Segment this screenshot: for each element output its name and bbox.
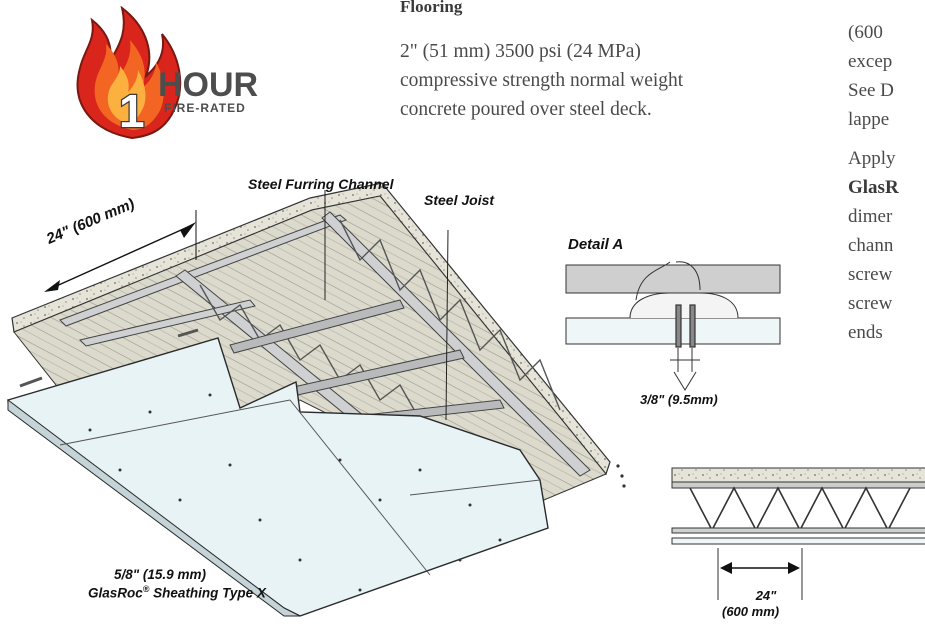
furring-channel-label: Steel Furring Channel: [248, 176, 394, 192]
right-line: Apply: [848, 148, 896, 169]
registered-mark: ®: [142, 584, 150, 594]
sheathing-brand: GlasRoc: [88, 585, 143, 601]
badge-number: 1: [119, 85, 145, 137]
sheathing-dimension: 5/8" (15.9 mm): [114, 567, 206, 582]
steel-joist-label: Steel Joist: [424, 192, 495, 208]
section-view-diagram: [671, 467, 925, 600]
fire-rating-badge: 1 HOUR FIRE-RATED: [62, 5, 312, 146]
flooring-heading: Flooring: [400, 0, 463, 16]
board-joint: [289, 399, 431, 576]
board-joint: [59, 399, 291, 446]
right-line-bold: GlasR: [848, 177, 899, 198]
continuation-dots: [616, 464, 626, 488]
right-line: lappe: [848, 109, 890, 130]
right-line: screw: [848, 293, 893, 314]
sheathing-product-name: GlasRoc® Sheathing Type X: [88, 584, 266, 601]
detail-a-title: Detail A: [568, 236, 624, 253]
flame-icon: 1 HOUR FIRE-RATED: [76, 5, 258, 140]
right-column-text: (600 excep See D lappe Apply GlasR dimer…: [848, 18, 925, 347]
board-joint: [409, 479, 541, 496]
pipe-stubs: [19, 328, 199, 388]
right-line: ends: [848, 322, 883, 343]
right-line: GlasR: [848, 173, 925, 202]
right-line: (600: [848, 22, 883, 43]
badge-subtitle: FIRE-RATED: [164, 101, 246, 115]
right-line: excep: [848, 51, 893, 72]
right-line: chann: [848, 235, 894, 256]
right-line: dimer: [848, 206, 893, 227]
screw-dots: [88, 393, 502, 592]
spacing-arrow: [44, 210, 197, 292]
right-line: screw: [848, 264, 893, 285]
right-line: See D: [848, 80, 894, 101]
badge-word: HOUR: [158, 66, 258, 104]
sheathing-board-edge: [7, 398, 301, 617]
detail-a-diagram: [565, 261, 781, 391]
section-spacing-inches: 24": [755, 588, 777, 603]
detail-a-dimension: 3/8" (9.5mm): [640, 392, 718, 407]
joist-leader: [445, 229, 449, 421]
section-spacing-mm: (600 mm): [722, 604, 780, 619]
sheathing-type: Sheathing Type X: [149, 585, 266, 601]
flooring-body: 2" (51 mm) 3500 psi (24 MPa) compressive…: [400, 41, 684, 120]
